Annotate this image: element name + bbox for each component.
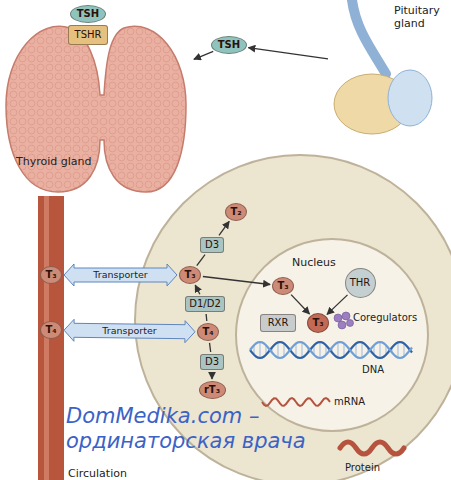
node-label: TSH (218, 39, 240, 51)
node-label: RXR (268, 317, 289, 329)
dna-rung (404, 344, 405, 357)
complex-circle: T₃ (307, 313, 329, 333)
hormone-circle: T₃ (179, 266, 201, 284)
hormone-circle: T₄ (197, 323, 219, 341)
hormone-circle: T₄ (40, 321, 62, 339)
dna-rung (338, 342, 339, 357)
annotation-label: Protein (345, 462, 380, 474)
node-label: T₄ (202, 326, 213, 338)
receptor-box: TSHR (68, 25, 108, 45)
enzyme-box: D1/D2 (185, 296, 225, 312)
dna-rung (398, 342, 399, 357)
dna-rung (284, 344, 285, 357)
edge-label: Transporter (101, 325, 157, 337)
arrow-connector (195, 285, 200, 294)
node-label: Nucleus (292, 256, 336, 269)
hormone-circle: T₂ (225, 203, 247, 221)
arrow-connector (205, 314, 207, 321)
node-label: THR (350, 277, 371, 289)
dna-rung (356, 344, 357, 357)
dna-rung (296, 344, 297, 357)
protein-ribbon (340, 442, 404, 454)
annotation-label: mRNA (334, 396, 365, 408)
nucleus-envelope (236, 239, 428, 431)
node-label: TSH (77, 8, 99, 20)
arrow-connector (211, 372, 212, 379)
node-label: T₄ (45, 324, 56, 336)
node-label: TSHR (75, 29, 102, 41)
edge-label: Transporter (92, 269, 148, 281)
circulation-vessel: CirculationT₃T₄ (38, 196, 64, 480)
hormone-oval: TSH (211, 36, 247, 54)
node-label: D3 (205, 356, 219, 368)
dna-helix (250, 342, 412, 358)
thyroid-gland (6, 26, 186, 192)
arrow-connector (248, 48, 328, 59)
node-label: D3 (205, 239, 219, 251)
node-label: T₃ (184, 269, 195, 281)
node-label: D1/D2 (189, 298, 221, 310)
node-label: rT₃ (204, 384, 220, 396)
receptor-box: RXR (260, 314, 296, 332)
arrow-connector (203, 277, 270, 285)
annotation-label: DNA (362, 364, 384, 376)
watermark: DomMedika.com – ординаторская врача (66, 404, 336, 454)
node-label: Circulation (68, 467, 127, 480)
transporter-arrow (64, 264, 177, 286)
receptor-circle: THR (345, 268, 376, 298)
thyroid-gland: Thyroid gland TSH TSHR (0, 0, 192, 198)
arrow-connector (210, 343, 211, 352)
mrna-strand (262, 398, 330, 406)
node-label: Pituitary gland (394, 4, 448, 30)
dna-rung (278, 342, 279, 357)
node-label: T₂ (230, 206, 241, 218)
dna-rung (380, 342, 381, 358)
arrow-connector (219, 221, 229, 235)
hormone-circle: rT₃ (199, 381, 226, 399)
dna-rung (320, 342, 321, 358)
node-label: T₃ (45, 269, 56, 281)
pituitary-gland: Pituitary gland (330, 0, 449, 135)
arrow-connector (194, 51, 213, 59)
node-label: T₃ (312, 317, 323, 329)
node-label: Thyroid gland (16, 155, 91, 168)
annotation-label: Coregulators (353, 312, 417, 324)
dna-rung (302, 342, 303, 357)
dna-rung (260, 342, 261, 358)
enzyme-box: D3 (200, 354, 224, 370)
arrow-connector (327, 295, 348, 315)
dna-strand (250, 342, 412, 358)
thyroid-texture (6, 26, 186, 192)
pituitary-stalk (352, 0, 386, 74)
transporter-arrow (64, 319, 195, 342)
node-label: T₃ (277, 280, 288, 292)
hormone-circle: T₃ (40, 266, 62, 284)
coregulator-dots (334, 312, 354, 329)
dna-rung (362, 342, 363, 357)
dna-rung (344, 344, 345, 357)
blood-vessel (38, 196, 64, 480)
enzyme-box: D3 (200, 237, 224, 253)
dna-strand (250, 342, 412, 358)
posterior-pituitary (388, 70, 432, 126)
arrow-connector (291, 295, 309, 314)
arrow-connector (197, 255, 205, 266)
nucleus: NucleusT₃ THR RXR T₃ (236, 239, 428, 431)
hormone-circle: T₃ (272, 277, 294, 295)
receptor-ligand: TSH (70, 5, 106, 23)
